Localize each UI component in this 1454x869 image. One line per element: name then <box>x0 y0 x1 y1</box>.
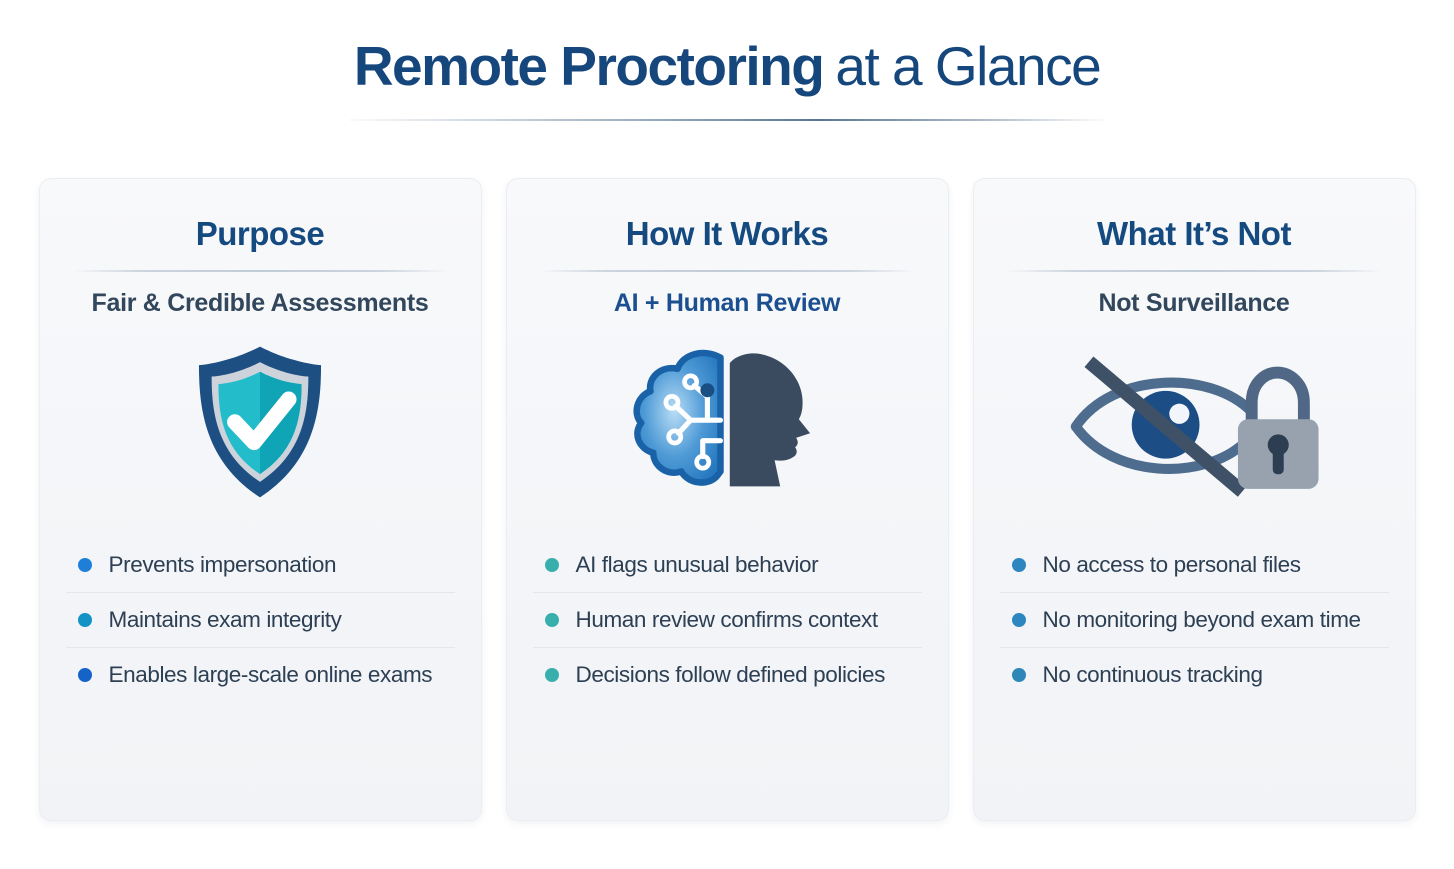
card-icon-area <box>507 336 948 508</box>
shield-check-icon <box>198 346 322 497</box>
page-title-strong: Remote Proctoring <box>353 35 825 97</box>
bullet-text: AI flags unusual behavior <box>575 551 819 577</box>
card-subtitle: AI + Human Review <box>613 288 841 317</box>
bullet-dot <box>1011 612 1026 627</box>
bullet-list: AI flags unusual behavior Human review c… <box>532 538 922 702</box>
bullet-dot <box>544 667 559 682</box>
bullet-dot <box>77 557 92 572</box>
card-title-divider <box>538 269 916 272</box>
title-divider <box>349 118 1105 121</box>
bullet-text: No monitoring beyond exam time <box>1042 606 1362 632</box>
bullet-text: Prevents impersonation <box>108 551 337 577</box>
bullet-list: No access to personal files No monitorin… <box>999 538 1389 702</box>
bullet-dot <box>1011 667 1026 682</box>
card-subtitle: Not Surveillance <box>1098 288 1290 317</box>
card-purpose: Purpose Fair & Credible Assessments <box>38 177 482 821</box>
list-item: No continuous tracking <box>999 646 1389 702</box>
card-how-it-works: How It Works AI + Human Review <box>505 177 949 821</box>
bullet-list: Prevents impersonation Maintains exam in… <box>65 538 455 702</box>
list-item: No monitoring beyond exam time <box>999 591 1389 647</box>
list-item: AI flags unusual behavior <box>533 538 922 592</box>
cards-row: Purpose Fair & Credible Assessments <box>0 177 1454 821</box>
list-item: Enables large-scale online exams <box>65 646 455 702</box>
bullet-text: Maintains exam integrity <box>108 606 342 632</box>
page-title-rest: at a Glance <box>835 35 1101 97</box>
card-title-divider <box>71 269 449 272</box>
bullet-text: Enables large-scale online exams <box>108 661 433 687</box>
list-item: Prevents impersonation <box>66 538 455 592</box>
card-title: What It’s Not <box>1097 214 1291 252</box>
card-what-its-not: What It’s Not Not Surveillance <box>972 177 1416 821</box>
bullet-dot <box>77 667 92 682</box>
bullet-text: Decisions follow defined policies <box>575 661 886 687</box>
list-item: Maintains exam integrity <box>65 591 455 647</box>
card-icon-area <box>40 336 481 508</box>
bullet-dot <box>77 612 92 627</box>
card-title: Purpose <box>195 214 325 252</box>
list-item: Human review confirms context <box>532 591 922 647</box>
bullet-dot <box>1011 557 1026 572</box>
bullet-dot <box>544 612 559 627</box>
no-surveillance-eye-slash-lock-icon <box>1070 355 1319 497</box>
list-item: Decisions follow defined policies <box>532 646 922 702</box>
list-item: No access to personal files <box>1000 538 1389 592</box>
card-subtitle: Fair & Credible Assessments <box>91 288 429 317</box>
bullet-text: Human review confirms context <box>575 606 879 632</box>
card-icon-area <box>974 336 1415 508</box>
bullet-dot <box>544 557 559 572</box>
bullet-text: No access to personal files <box>1042 551 1301 577</box>
ai-brain-human-head-icon <box>633 349 811 486</box>
card-title: How It Works <box>625 214 829 252</box>
card-title-divider <box>1005 269 1383 272</box>
bullet-text: No continuous tracking <box>1042 661 1263 687</box>
